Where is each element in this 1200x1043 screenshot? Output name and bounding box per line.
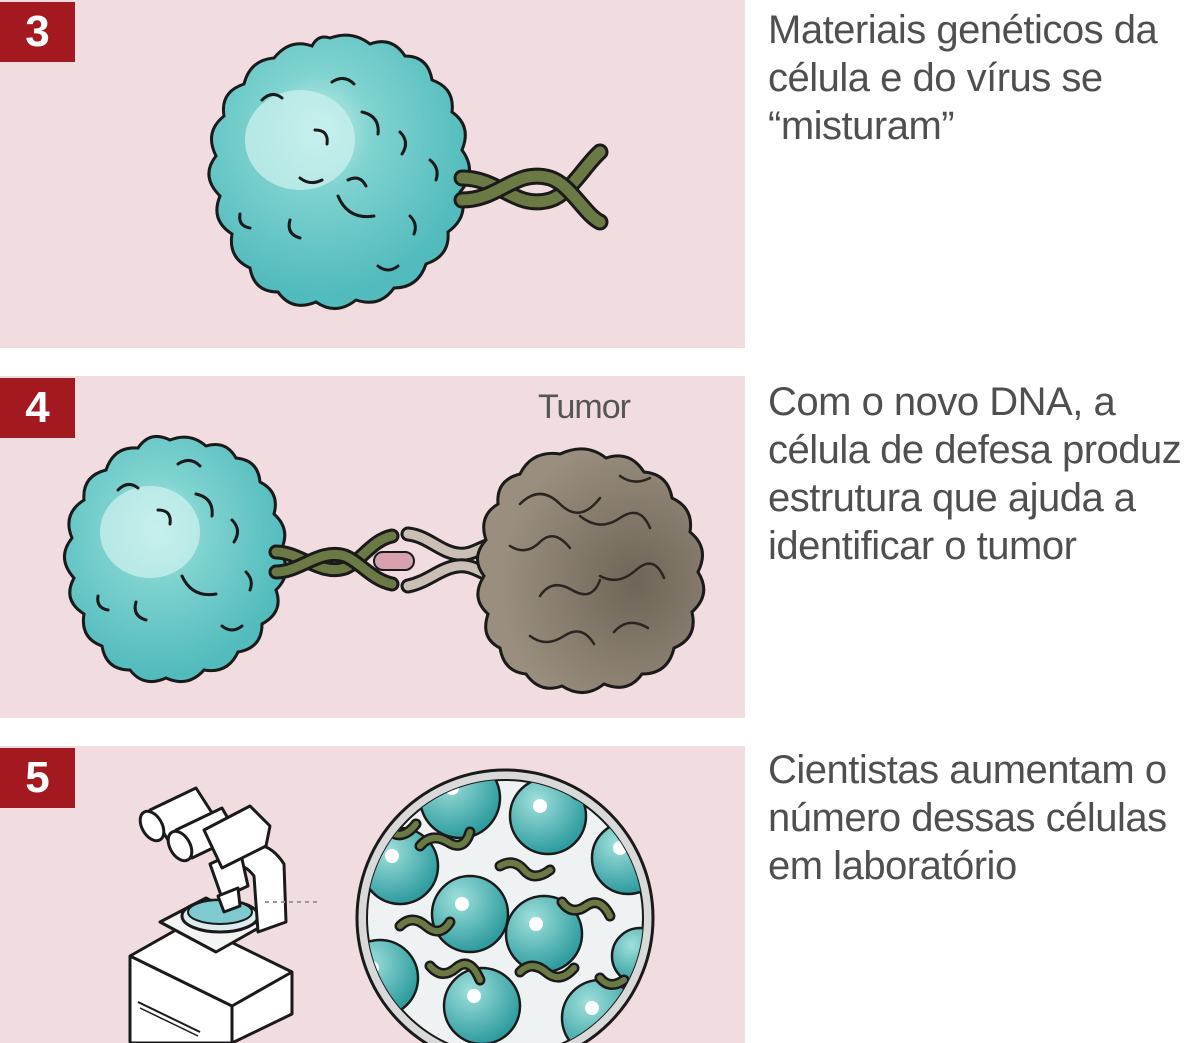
microscope-icon xyxy=(128,786,294,1043)
tumor-label: Tumor xyxy=(538,388,631,426)
magnified-cells xyxy=(355,768,655,1043)
step-4-panel: 4 Tumor xyxy=(0,376,745,718)
step-4-badge: 4 xyxy=(0,378,75,438)
step-5-caption: Cientistas aumentam o número dessas célu… xyxy=(768,748,1167,888)
step-4-caption: Com o novo DNA, a célula de defesa produ… xyxy=(768,380,1182,568)
step-3-badge: 3 xyxy=(0,2,75,62)
step-3-caption: Materiais genéticos da célula e do vírus… xyxy=(768,8,1158,148)
dna-receptor xyxy=(268,528,400,592)
tumor-cell xyxy=(476,447,706,694)
antigen-marker xyxy=(373,551,415,571)
dna-strands xyxy=(453,143,609,231)
step-3-illustration xyxy=(207,33,609,310)
step-5-badge: 5 xyxy=(0,748,75,808)
step-5-panel: 5 xyxy=(0,746,745,1043)
step-3-panel: 3 xyxy=(0,0,745,348)
step-5-illustration xyxy=(128,768,655,1043)
defense-cell xyxy=(63,434,288,684)
defense-cell xyxy=(207,33,471,310)
step-4-illustration xyxy=(63,434,706,694)
